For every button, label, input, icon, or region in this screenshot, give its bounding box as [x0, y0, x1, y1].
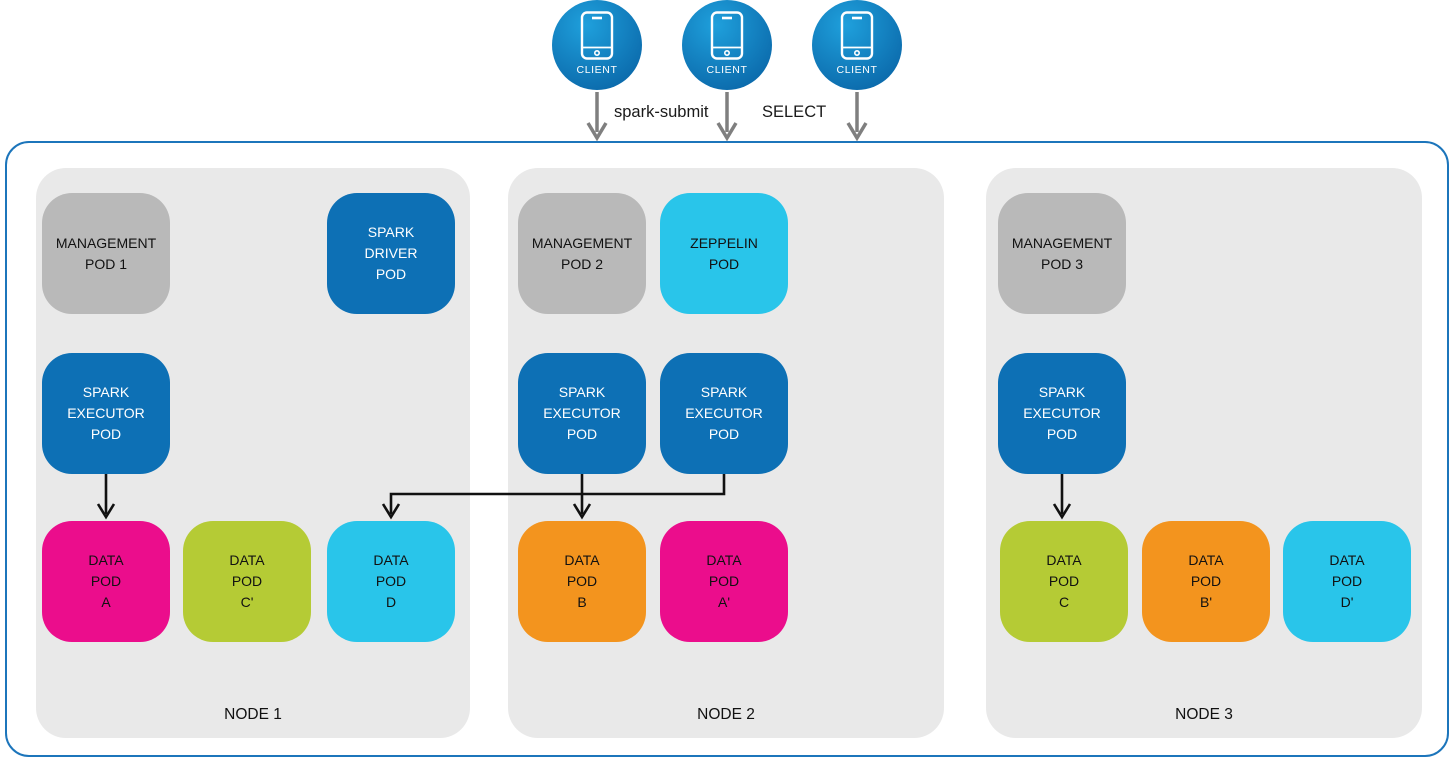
data-pod-c: DATA POD C — [1000, 521, 1128, 642]
client-2-arrow — [716, 92, 738, 142]
node-3-label: NODE 3 — [1175, 706, 1233, 723]
node-3: MANAGEMENT POD 3 SPARK EXECUTOR POD DATA… — [986, 168, 1422, 738]
data-pod-d-prime: DATA POD D' — [1283, 521, 1411, 642]
client-1-arrow — [586, 92, 608, 142]
smartphone-icon — [710, 11, 744, 60]
node-2: MANAGEMENT POD 2 ZEPPELIN POD SPARK EXEC… — [508, 168, 944, 738]
client-label: CLIENT — [836, 64, 878, 76]
data-pod-b-prime: DATA POD B' — [1142, 521, 1270, 642]
zeppelin-pod: ZEPPELIN POD — [660, 193, 788, 314]
client-circle-2: CLIENT — [682, 0, 772, 90]
node-2-label: NODE 2 — [697, 706, 755, 723]
spark-executor-pod-node3: SPARK EXECUTOR POD — [998, 353, 1126, 474]
data-pod-b: DATA POD B — [518, 521, 646, 642]
client-circle-1: CLIENT — [552, 0, 642, 90]
spark-executor-pod-1-node2: SPARK EXECUTOR POD — [518, 353, 646, 474]
node-1: MANAGEMENT POD 1 SPARK DRIVER POD SPARK … — [36, 168, 470, 738]
smartphone-icon — [840, 11, 874, 60]
client-3-arrow — [846, 92, 868, 142]
node-1-label: NODE 1 — [224, 706, 282, 723]
flow-label-select: SELECT — [762, 103, 827, 121]
client-label: CLIENT — [706, 64, 748, 76]
management-pod-1: MANAGEMENT POD 1 — [42, 193, 170, 314]
spark-executor-pod-node1: SPARK EXECUTOR POD — [42, 353, 170, 474]
spark-driver-pod: SPARK DRIVER POD — [327, 193, 455, 314]
cluster-boundary — [5, 141, 1449, 757]
management-pod-3: MANAGEMENT POD 3 — [998, 193, 1126, 314]
data-pod-a-prime: DATA POD A' — [660, 521, 788, 642]
management-pod-2: MANAGEMENT POD 2 — [518, 193, 646, 314]
spark-executor-pod-2-node2: SPARK EXECUTOR POD — [660, 353, 788, 474]
data-pod-a: DATA POD A — [42, 521, 170, 642]
data-pod-c-prime: DATA POD C' — [183, 521, 311, 642]
client-label: CLIENT — [576, 64, 618, 76]
smartphone-icon — [580, 11, 614, 60]
flow-label-spark-submit: spark-submit — [614, 103, 709, 121]
data-pod-d: DATA POD D — [327, 521, 455, 642]
client-circle-3: CLIENT — [812, 0, 902, 90]
